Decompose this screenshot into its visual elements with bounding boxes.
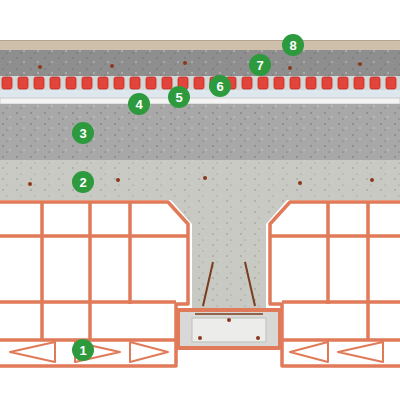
rebar-dot (183, 61, 187, 65)
rebar-dot (298, 181, 302, 185)
wood-floor (0, 40, 400, 50)
block-webs (270, 202, 400, 340)
rebar-dots (28, 61, 374, 340)
callout-circle: 3 (72, 122, 94, 144)
heating-pipe (338, 77, 348, 89)
callout-circle: 2 (72, 171, 94, 193)
callout-number: 3 (79, 127, 86, 140)
heating-pipe (386, 77, 396, 89)
rebar-diagonal (245, 262, 255, 306)
rebar-dot (370, 178, 374, 182)
callout-number: 8 (289, 39, 296, 52)
levelling-layer (0, 104, 400, 160)
callout-circle: 5 (168, 86, 190, 108)
heating-band (0, 76, 400, 90)
heating-pipe (66, 77, 76, 89)
callout-number: 4 (135, 98, 142, 111)
screed-layer (0, 50, 400, 76)
rebar-dot (28, 182, 32, 186)
heating-pipe (50, 77, 60, 89)
joist-core (192, 318, 266, 342)
heating-pipe (130, 77, 140, 89)
heating-pipe (322, 77, 332, 89)
heating-pipe (354, 77, 364, 89)
block-flange (290, 342, 400, 362)
heating-pipes (2, 77, 396, 89)
callout-circle: 6 (209, 75, 231, 97)
precast-joist (180, 312, 278, 346)
callout-number: 2 (79, 176, 86, 189)
rebar-diagonal (203, 262, 213, 306)
screed-texture (0, 50, 400, 76)
block-outline (270, 202, 400, 366)
rebar-dot (358, 62, 362, 66)
heating-pipe (274, 77, 284, 89)
heating-pipe (242, 77, 252, 89)
heating-pipe (18, 77, 28, 89)
block-outline (0, 202, 188, 366)
heating-pipe (2, 77, 12, 89)
callout-number: 1 (79, 344, 86, 357)
rebar-horizontal (195, 313, 263, 315)
left-hollow-block (0, 202, 188, 366)
rebar-dot (227, 318, 231, 322)
heating-pipe (82, 77, 92, 89)
heating-pipe (146, 77, 156, 89)
callout-number: 6 (216, 80, 223, 93)
callout-circle: 8 (282, 34, 304, 56)
rebar-dot (38, 65, 42, 69)
wood-edge (0, 40, 400, 41)
right-hollow-block (270, 202, 400, 366)
rebar-dot (256, 336, 260, 340)
callout-number: 5 (175, 91, 182, 104)
rebar-dot (110, 64, 114, 68)
rebar-dot (198, 336, 202, 340)
insulation-layer (0, 90, 400, 98)
heating-pipe (258, 77, 268, 89)
joist-seat (176, 308, 282, 350)
callout-circle: 4 (128, 93, 150, 115)
rebar-dot (203, 176, 207, 180)
callout-number: 7 (256, 59, 263, 72)
rebar-dot (116, 178, 120, 182)
heating-pipe (290, 77, 300, 89)
heating-pipe (162, 77, 172, 89)
heating-pipe (114, 77, 124, 89)
heating-pipe (34, 77, 44, 89)
heating-pipe (98, 77, 108, 89)
rebar-dot (288, 66, 292, 70)
heating-pipe (306, 77, 316, 89)
callout-circle: 7 (249, 54, 271, 76)
levelling-texture (0, 104, 400, 160)
membrane-layer (0, 98, 400, 104)
heating-pipe (194, 77, 204, 89)
block-webs (0, 202, 188, 340)
callout-circle: 1 (72, 339, 94, 361)
heating-pipe (370, 77, 380, 89)
